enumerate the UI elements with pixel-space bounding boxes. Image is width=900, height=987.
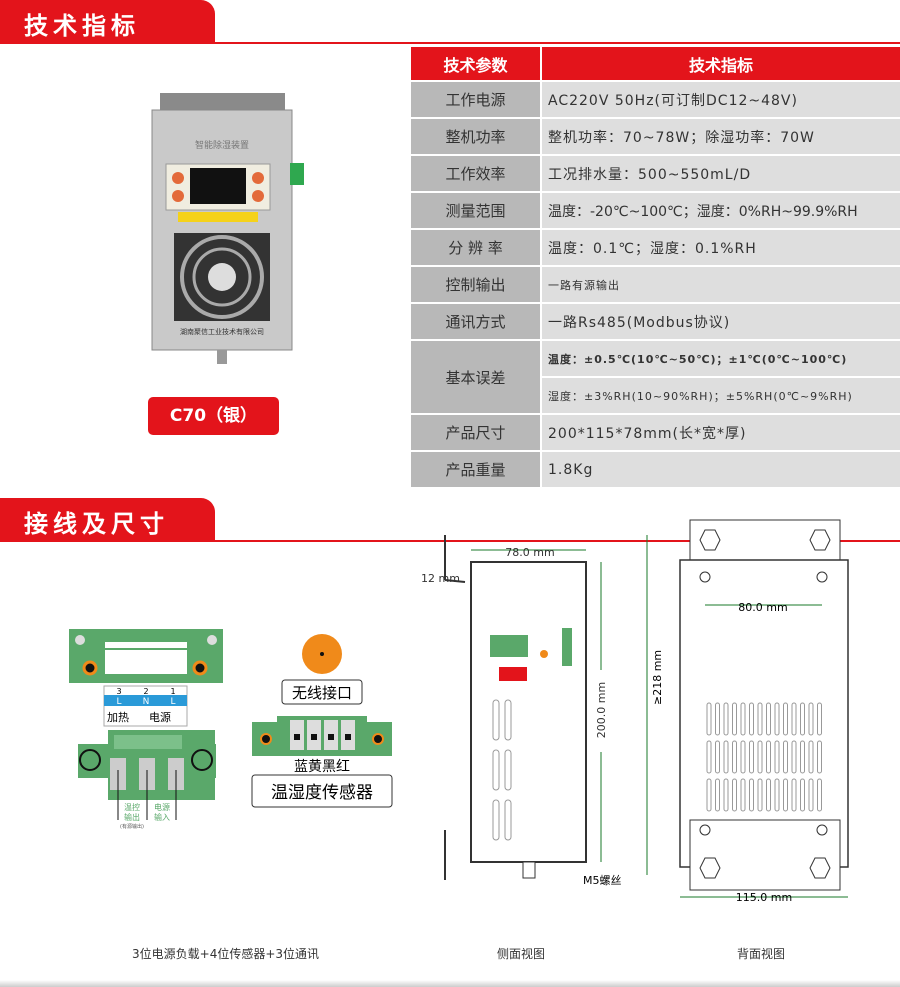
sensor-label: 温湿度传感器 [271, 783, 373, 803]
table-row: 控制输出一路有源输出 [411, 266, 900, 304]
vent-slot [791, 702, 797, 736]
caption-back: 背面视图 [737, 947, 786, 961]
vent-slot [800, 702, 805, 736]
screw-label: M5螺丝 [583, 874, 622, 887]
vent-slot [749, 740, 754, 774]
wiring-diagram: 3 2 1 L N L 加热 电源 温控 输出 (有源输出) 电源 输入 无线接… [69, 629, 393, 830]
svg-text:输入: 输入 [154, 812, 170, 822]
model-label-button: C70（银） [148, 397, 279, 435]
svg-text:电源: 电源 [149, 710, 171, 724]
vent-slot [817, 702, 822, 736]
table-row: 整机功率整机功率：70~78W；除湿功率：70W [411, 118, 900, 156]
caption-side: 侧面视图 [497, 947, 546, 961]
vent-slot [783, 702, 788, 736]
vent-slot [800, 778, 805, 812]
svg-text:(有源输出): (有源输出) [120, 823, 144, 830]
vent-slot [715, 740, 720, 774]
wire-colors: 蓝黄黑红 [294, 758, 350, 775]
table-row: 湿度：±3%RH(10~90%RH)；±5%RH(0℃~9%RH) [411, 377, 900, 415]
table-row: 分 辨 率温度：0.1℃；湿度：0.1%RH [411, 229, 900, 267]
product-image: 智能除湿装置 湖南聚信工业技术有限公司 [151, 93, 304, 364]
vent-slot [791, 778, 797, 812]
svg-text:12 mm: 12 mm [421, 572, 460, 585]
svg-text:L: L [116, 697, 121, 707]
bottom-divider [0, 980, 900, 987]
vent-slot [808, 778, 814, 812]
svg-text:电源: 电源 [154, 802, 170, 812]
vent-slot [800, 740, 805, 774]
header-spec: 技术指标 [541, 47, 900, 82]
svg-text:2: 2 [143, 687, 148, 696]
vent-slot [757, 740, 763, 774]
vent-slot [774, 778, 780, 812]
table-row: 基本误差温度：±0.5℃(10℃~50℃)；±1℃(0℃~100℃) [411, 340, 900, 415]
table-row: 通讯方式一路Rs485(Modbus协议) [411, 303, 900, 341]
svg-text:L: L [170, 697, 175, 707]
vent-slot [766, 778, 771, 812]
side-view-diagram: 78.0 mm 12 mm 200.0 mm [421, 535, 608, 880]
vent-slot [766, 702, 771, 736]
vent-slot [774, 702, 780, 736]
vent-slot [817, 778, 822, 812]
vent-slot [706, 778, 712, 812]
vent-slot [732, 702, 737, 736]
vent-slot [808, 740, 814, 774]
vent-slot [740, 740, 746, 774]
vent-slot [706, 740, 712, 774]
header-param: 技术参数 [411, 47, 542, 82]
svg-text:温控: 温控 [124, 802, 140, 812]
svg-text:1: 1 [170, 687, 175, 696]
vent-slot [749, 702, 754, 736]
vent-slot [817, 740, 822, 774]
section-title: 接线及尺寸 [0, 498, 215, 542]
side-height-dimension: 200.0 mm [595, 682, 608, 738]
vent-slot [749, 778, 754, 812]
vent-slot [766, 740, 771, 774]
vent-slot [732, 778, 737, 812]
table-row: 工作效率工况排水量：500~550mL/D [411, 155, 900, 193]
vent-slot [808, 702, 814, 736]
svg-text:≥218 mm: ≥218 mm [651, 650, 664, 705]
vent-slot [715, 702, 720, 736]
section-header-wiring: 接线及尺寸 [0, 498, 900, 542]
svg-text:输出: 输出 [124, 812, 140, 822]
section-title: 技术指标 [0, 0, 215, 44]
svg-text:78.0 mm: 78.0 mm [505, 546, 554, 559]
vent-slot [740, 702, 746, 736]
vent-slot [791, 740, 797, 774]
panel-title: 智能除湿装置 [195, 139, 249, 151]
svg-text:M5螺丝: M5螺丝 [583, 874, 622, 887]
vent-slot [783, 778, 788, 812]
vent-slot [774, 740, 780, 774]
svg-text:N: N [143, 697, 150, 707]
svg-text:80.0 mm: 80.0 mm [738, 601, 787, 614]
vent-slot [706, 702, 712, 736]
vent-slot [757, 778, 763, 812]
vent-slot [783, 740, 788, 774]
back-view-diagram: 80.0 mm ≥218 mm M5螺丝 115.0 mm [646, 519, 849, 904]
vent-slot [732, 740, 737, 774]
svg-text:115.0 mm: 115.0 mm [736, 891, 792, 904]
maker-label: 湖南聚信工业技术有限公司 [180, 327, 264, 336]
vent-slot [723, 740, 729, 774]
table-row: 测量范围温度：-20℃~100℃；湿度：0%RH~99.9%RH [411, 192, 900, 230]
vent-slot [757, 702, 763, 736]
vent-slot [715, 778, 720, 812]
svg-text:加热: 加热 [107, 711, 129, 724]
vent-slot [740, 778, 746, 812]
vent-slot [723, 778, 729, 812]
wireless-label: 无线接口 [292, 684, 352, 702]
caption-wiring: 3位电源负载+4位传感器+3位通讯 [132, 947, 320, 961]
svg-text:3: 3 [116, 687, 121, 696]
section-header-specs: 技术指标 [0, 0, 900, 44]
vent-slot [723, 702, 729, 736]
